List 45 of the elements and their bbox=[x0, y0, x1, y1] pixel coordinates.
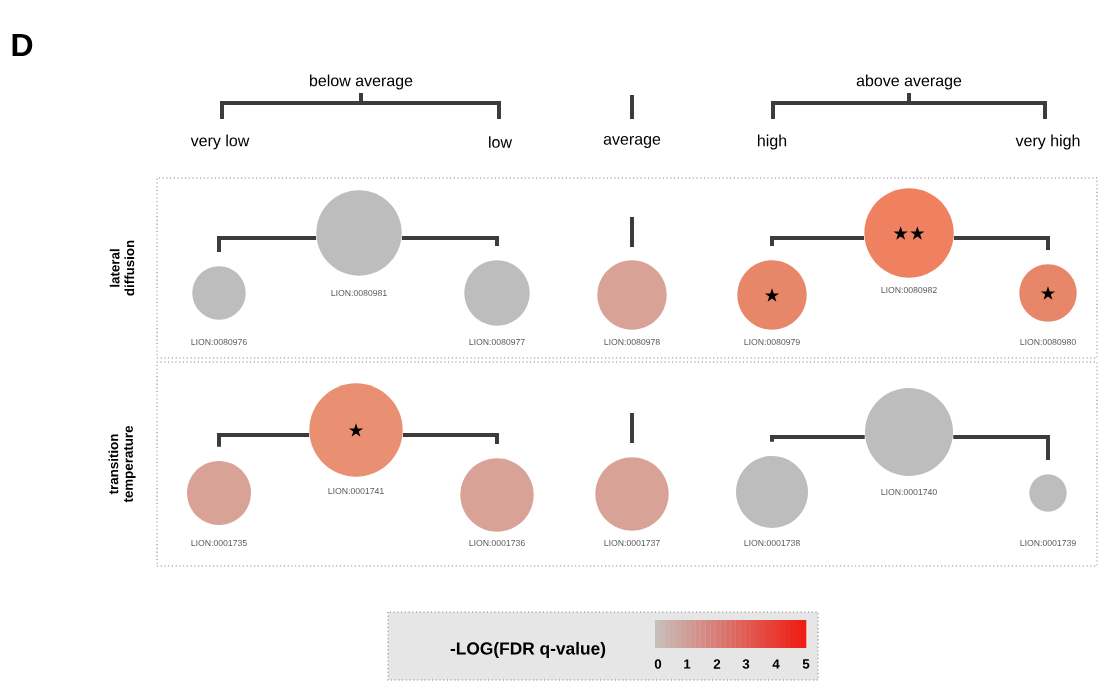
bubble: ★★ bbox=[864, 188, 954, 278]
bubble-label: LION:0080978 bbox=[604, 338, 660, 346]
colour-bar-tick: 0 bbox=[654, 659, 662, 669]
node-label: lateral diffusion bbox=[109, 240, 135, 296]
colour-bar-tick: 1 bbox=[684, 659, 691, 669]
bubble-label: LION:0080979 bbox=[744, 338, 800, 346]
bubble bbox=[597, 260, 667, 330]
category-heading: very high bbox=[1015, 134, 1080, 150]
node-label: transition temperature bbox=[108, 425, 136, 503]
bubble bbox=[460, 458, 534, 532]
bubble-label: LION:0001737 bbox=[604, 539, 660, 547]
colour-bar-tick: 3 bbox=[742, 659, 750, 669]
category-heading: very low bbox=[190, 134, 250, 150]
bubble bbox=[464, 260, 530, 326]
group-heading: below average bbox=[310, 74, 413, 90]
bubble-label: LION:0001736 bbox=[469, 539, 525, 547]
colour-bar-tick: 2 bbox=[713, 659, 721, 669]
bubble-label: LION:0080976 bbox=[191, 338, 247, 346]
bubble: ★ bbox=[737, 260, 807, 330]
header: D bbox=[12, 34, 33, 56]
bubble-label: LION:0001741 bbox=[328, 487, 384, 495]
category-heading: low bbox=[489, 136, 513, 148]
bubble bbox=[865, 388, 953, 476]
bubble: ★ bbox=[1019, 264, 1077, 322]
bubble-label: LION:0001738 bbox=[744, 539, 800, 547]
bubble-label: LION:0001735 bbox=[191, 539, 247, 547]
bubble bbox=[736, 456, 808, 528]
category-heading: high bbox=[758, 134, 787, 150]
bubble-label: LION:0001739 bbox=[1020, 539, 1076, 547]
group-heading: above average bbox=[856, 74, 962, 90]
bubble bbox=[192, 266, 246, 320]
bubble-label: LION:0080977 bbox=[469, 338, 525, 346]
bubble-label: LION:0001740 bbox=[881, 488, 937, 496]
bubble-label: LION:0080981 bbox=[331, 289, 387, 297]
colour-bar-tick: 5 bbox=[802, 659, 810, 669]
bubble-label: LION:0080980 bbox=[1020, 338, 1076, 346]
bubble bbox=[595, 457, 669, 531]
colour-bar-tick: 4 bbox=[772, 659, 780, 669]
bubble bbox=[187, 461, 251, 525]
bubble bbox=[316, 190, 402, 276]
legend-title: -LOG(FDR q-value) bbox=[450, 641, 606, 659]
bubble: ★ bbox=[309, 383, 403, 477]
category-heading: average bbox=[603, 136, 661, 148]
bubble-label: LION:0080982 bbox=[881, 286, 937, 294]
bubble bbox=[1029, 474, 1067, 512]
